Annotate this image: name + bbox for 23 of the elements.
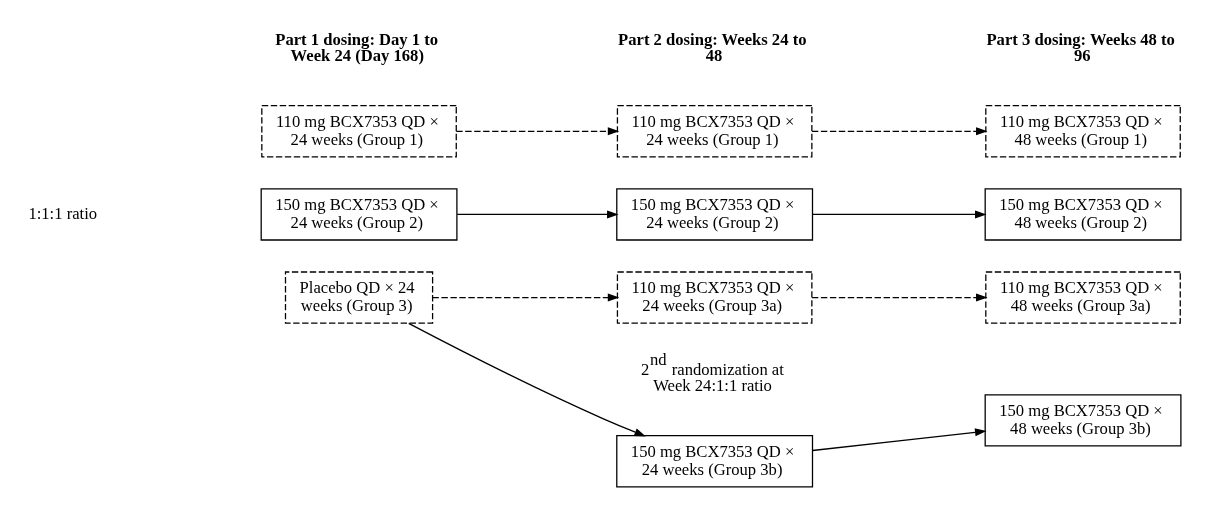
- node-box: 110 mg BCX7353 QD × 24 weeks (Group 1): [616, 105, 813, 158]
- label: Part 2 dosing: Weeks 24 to 48: [618, 29, 807, 66]
- node-box: 110 mg BCX7353 QD × 48 weeks (Group 1): [985, 105, 1181, 158]
- node-box: 150 mg BCX7353 QD × 24 weeks (Group 2): [260, 188, 458, 241]
- node-box: 110 mg BCX7353 QD × 24 weeks (Group 1): [261, 105, 457, 158]
- arrow: [456, 210, 619, 219]
- node-box: Placebo QD × 24 weeks (Group 3): [284, 271, 434, 324]
- node-box: 150 mg BCX7353 QD × 48 weeks (Group 3b): [984, 394, 1182, 447]
- arrow: [455, 127, 620, 136]
- label: Part 1 dosing: Day 1 to Week 24 (Day 168): [275, 29, 439, 66]
- arrow: [811, 210, 987, 219]
- arrow: [811, 428, 987, 452]
- label: 1:1:1 ratio: [28, 203, 98, 223]
- node-box: 150 mg BCX7353 QD × 24 weeks (Group 2): [616, 188, 814, 241]
- arrow: [408, 322, 646, 437]
- node-box: 110 mg BCX7353 QD × 48 weeks (Group 3a): [985, 271, 1181, 324]
- node-box: 150 mg BCX7353 QD × 48 weeks (Group 2): [984, 188, 1182, 241]
- label: Part 3 dosing: Weeks 48 to 96: [986, 29, 1175, 66]
- node-box: 110 mg BCX7353 QD × 24 weeks (Group 3a): [616, 271, 813, 324]
- node-box: 150 mg BCX7353 QD × 24 weeks (Group 3b): [616, 435, 814, 488]
- arrow: [811, 127, 988, 136]
- arrow: [432, 293, 620, 302]
- arrow: [811, 293, 988, 302]
